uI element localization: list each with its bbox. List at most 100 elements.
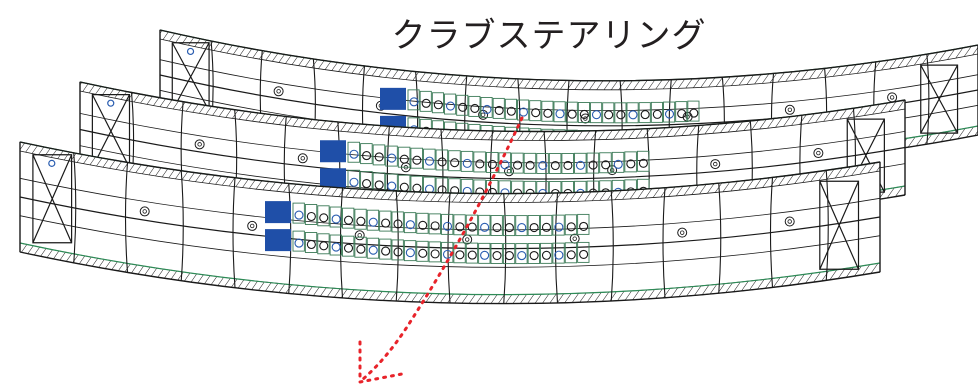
wheel-circle [591,110,602,120]
wheel-cell [419,90,432,112]
bolt-circle [297,153,308,164]
crab-block [265,229,291,252]
wheel-circle [455,250,465,260]
wheel-cell [403,240,417,262]
wheel-cell [527,215,540,236]
wheel-circle [368,245,378,255]
bolt-circle [247,220,258,231]
wheel-circle [405,220,415,230]
wheel-circle [480,250,490,260]
wheel-cell [523,152,537,174]
bolt-circle [273,86,284,97]
bolt-circle [354,230,365,241]
cross-frame [926,54,930,145]
wheel-cell [385,145,398,167]
wheel-cell [448,150,461,172]
bolt-center [713,161,718,167]
bolt-center [300,156,305,161]
bolt-circle [677,227,688,238]
web-line [79,112,906,164]
wheel-circle [529,250,539,261]
wheel-circle [541,222,552,232]
wheel-cell [379,238,392,260]
wheel-circle [579,249,589,259]
wheel-cell [490,215,503,236]
bolt-center [197,142,202,147]
wheel-cell [478,242,491,264]
wheel-circle [513,160,523,170]
wheel-cell [292,230,305,252]
wheel-circle [349,177,359,187]
wheel-circle [588,160,598,170]
wheel-circle [604,110,614,120]
wheel-cell [403,212,417,234]
crab-block [265,201,291,224]
wheel-cell [529,100,542,122]
wheel-cell [541,100,554,122]
wheel-cell [304,204,318,225]
wheel-circle [399,154,409,164]
wheel-circle [480,222,490,232]
wheel-circle [374,152,384,162]
wheel-cell [502,215,516,237]
wheel-circle [504,223,514,233]
wheel-cell [561,153,574,174]
wheel-cell [456,94,469,116]
bolt-center [889,95,895,100]
wheel-cell [574,152,587,174]
bolt-circle [139,206,150,217]
arrow-shaft [360,116,524,382]
wheel-circle [343,243,354,253]
wheel-circle [492,222,502,233]
wheel-circle [555,109,565,119]
wheel-cell [611,151,625,173]
wheel-cell [636,150,650,172]
wheel-circle [543,108,553,118]
wheel-cell [366,209,380,231]
wheel-circle [550,160,560,171]
cross-frame [232,177,236,288]
wheel-circle [506,106,516,116]
wheel-circle [531,108,541,118]
crab-steering-arrow [358,116,524,384]
cross-frame [554,192,559,303]
wheel-cell [492,97,505,119]
wheel-circle [664,109,675,119]
x-bracing [819,180,860,270]
wheel-cell [515,243,528,265]
bolt-center [142,209,147,214]
wheel-circle [445,101,456,111]
wheel-cell [416,212,429,234]
web-line [159,59,978,111]
wheel-cell [638,102,651,124]
wheel-cell [552,214,565,236]
wheel-circle [638,158,648,168]
wheel-cell [675,101,688,123]
cross-frame [718,183,722,294]
bolt-center [249,223,255,229]
wheel-cell [490,243,503,264]
wheel-cell [317,205,330,227]
x-bracing [920,64,959,134]
cross-frame [395,191,399,302]
wheel-cell [304,232,318,253]
wheel-circle [567,109,577,119]
wheel-circle [640,110,650,120]
wheel-circle [500,160,510,170]
node-marker [107,99,115,107]
wheel-cell [540,242,553,264]
wheel-cell [397,146,411,168]
wheel-cell [435,149,449,171]
wheel-circle [374,180,384,190]
node-marker [48,159,56,167]
wheel-circle [628,110,638,120]
wheel-circle [433,100,443,110]
bolt-circle [784,216,795,227]
wheel-circle [362,179,372,189]
x-bracing [32,154,73,244]
wheel-circle [409,97,419,107]
wheel-cell [590,102,603,124]
wheel-circle [529,222,539,233]
wheel-cell [460,150,474,172]
wheel-circle [393,247,403,257]
